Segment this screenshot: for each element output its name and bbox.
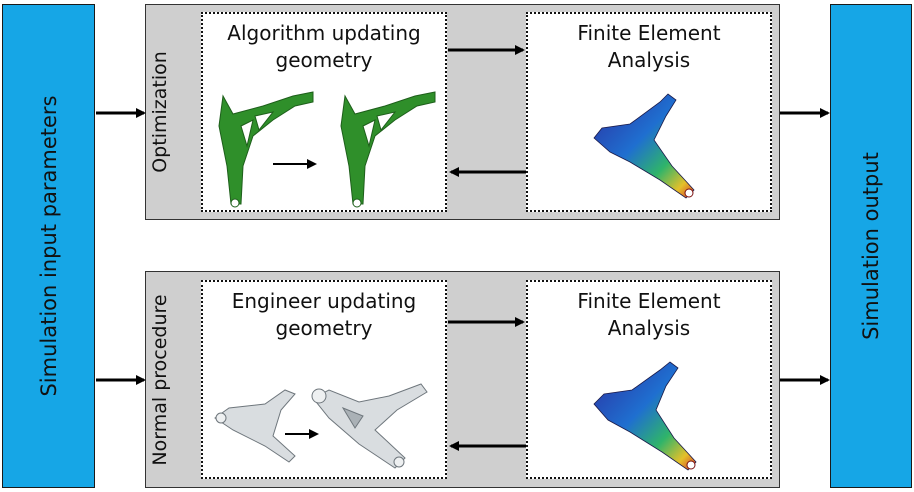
algorithm-geometry-title: Algorithm updating geometry	[227, 21, 421, 72]
optimized-bracket-figure	[218, 91, 436, 208]
engineered-bracket-figure	[214, 383, 428, 469]
optimization-panel: Optimization Algorithm updating geometry	[145, 4, 780, 220]
fea-heatmap-figure	[593, 93, 695, 199]
normal-procedure-panel: Normal procedure Engineer updating geome…	[145, 271, 780, 488]
algorithm-geometry-box: Algorithm updating geometry	[201, 12, 447, 212]
engineer-geometry-title: Engineer updating geometry	[231, 289, 417, 340]
fea-normal-heatmap-figure	[593, 361, 697, 471]
simulation-input-box: Simulation input parameters	[2, 4, 95, 488]
engineer-geometry-box: Engineer updating geometry	[201, 280, 447, 479]
fea-optimization-title: Finite Element Analysis	[577, 21, 721, 72]
simulation-output-box: Simulation output	[830, 4, 912, 488]
fea-normal-title: Finite Element Analysis	[577, 289, 721, 340]
fea-optimization-box: Finite Element Analysis	[526, 12, 772, 212]
fea-normal-box: Finite Element Analysis	[526, 280, 772, 479]
